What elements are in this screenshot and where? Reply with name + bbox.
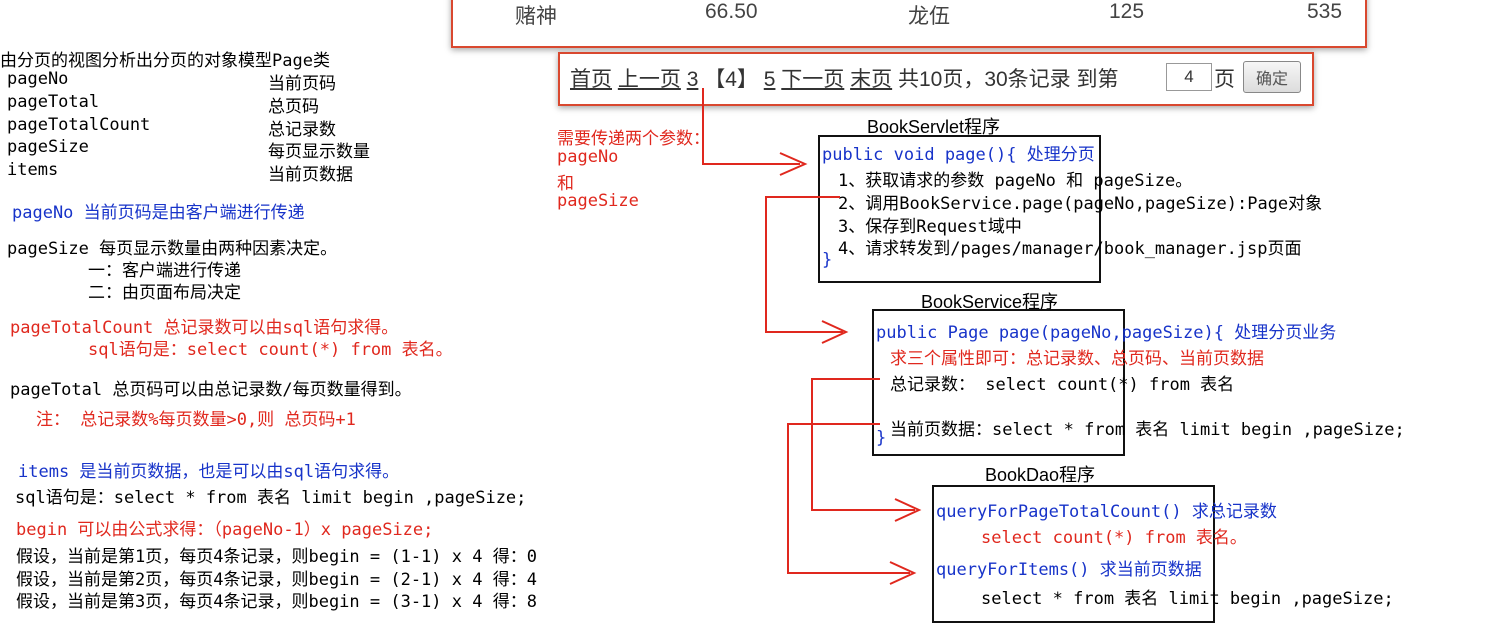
first-page-link[interactable]: 首页 — [570, 68, 612, 91]
arrow-count-to-dao — [811, 378, 915, 511]
field-name: pageNo — [7, 69, 69, 89]
dao-m1-comment: 求总记录数 — [1191, 502, 1277, 522]
field-desc: 总页码 — [268, 97, 319, 117]
pagesize-note: pageSize 每页显示数量由两种因素决定。 — [7, 239, 338, 259]
field-name: pageSize — [7, 137, 89, 157]
last-page-link[interactable]: 末页 — [850, 68, 893, 91]
cell-price: 66.50 — [705, 0, 758, 23]
servlet-box — [818, 135, 1101, 283]
servlet-step: 2、调用BookService.page(pageNo,pageSize):Pa… — [838, 194, 1323, 214]
param-pageno: pageNo — [557, 147, 619, 167]
example-line: 假设，当前是第1页，每页4条记录，则begin = (1-1) x 4 得：0 — [16, 547, 537, 567]
dao-m2-sql: select * from 表名 limit begin ,pageSize; — [981, 589, 1394, 609]
dao-method-1: queryForPageTotalCount() 求总记录数 — [936, 497, 1277, 522]
cell-author: 龙伍 — [908, 5, 950, 28]
service-count-line: 总记录数： select count(*) from 表名 — [890, 375, 1235, 395]
servlet-sig-code: public void page(){ — [822, 145, 1017, 165]
next-page-link[interactable]: 下一页 — [781, 68, 845, 91]
arrow-servlet-to-service — [765, 196, 843, 333]
service-title: BookService程序 — [921, 292, 1059, 312]
service-sig-code: public Page page(pageNo,pageSize){ — [876, 323, 1224, 343]
cell-stock: 535 — [1307, 0, 1343, 23]
confirm-button[interactable]: 确定 — [1243, 61, 1301, 93]
totalcount-note: pageTotalCount 总记录数可以由sql语句求得。 — [10, 318, 399, 338]
arrowhead — [779, 152, 808, 176]
arrowhead — [889, 561, 917, 585]
servlet-step: 4、请求转发到/pages/manager/book_manager.jsp页面 — [838, 239, 1302, 259]
items-note: items 是当前页数据，也是可以由sql语句求得。 — [18, 462, 400, 482]
pagesize-reason-2: 二：由页面布局决定 — [88, 283, 241, 303]
dao-m1-sql: select count(*) from 表名。 — [981, 528, 1247, 548]
servlet-title: BookServlet程序 — [867, 117, 1001, 137]
field-name: items — [7, 160, 59, 180]
example-line: 假设，当前是第3页，每页4条记录，则begin = (3-1) x 4 得：8 — [16, 592, 537, 612]
dao-m1-name: queryForPageTotalCount() — [936, 502, 1182, 522]
prev-page-link[interactable]: 上一页 — [617, 68, 681, 91]
pager-links: 首页 上一页 3 【4】 5 下一页 末页 共10页，30条记录 到第 — [570, 63, 1119, 93]
begin-note: begin 可以由公式求得：（pageNo-1）x pageSize; — [16, 520, 434, 540]
arrowhead — [894, 498, 922, 522]
dao-m2-name: queryForItems() — [936, 560, 1090, 580]
page-model-title: 由分页的视图分析出分页的对象模型Page类 — [0, 51, 330, 71]
totalcount-sql: sql语句是：select count(*) from 表名。 — [88, 340, 453, 360]
field-desc: 当前页数据 — [268, 165, 353, 185]
param-and: 和 — [557, 174, 574, 194]
servlet-step: 3、保存到Request域中 — [838, 217, 1022, 237]
pager-suffix: 页 — [1214, 68, 1235, 91]
servlet-close: } — [822, 250, 833, 270]
field-name: pageTotalCount — [7, 115, 151, 135]
page-number-input[interactable] — [1166, 63, 1212, 91]
servlet-signature: public void page(){ 处理分页 — [822, 140, 1095, 165]
example-line: 假设，当前是第2页，每页4条记录，则begin = (2-1) x 4 得：4 — [16, 570, 537, 590]
items-sql: sql语句是：select * from 表名 limit begin ,pag… — [15, 488, 527, 508]
dao-title: BookDao程序 — [985, 465, 1096, 485]
servlet-step: 1、获取请求的参数 pageNo 和 pageSize。 — [838, 171, 1193, 191]
field-desc: 当前页码 — [268, 74, 336, 94]
dao-m2-comment: 求当前页数据 — [1099, 560, 1202, 580]
book-table-fragment — [451, 0, 1367, 48]
params-title: 需要传递两个参数： — [557, 129, 710, 149]
cell-sales: 125 — [1109, 0, 1145, 23]
service-signature: public Page page(pageNo,pageSize){ 处理分页业… — [876, 318, 1336, 343]
service-note: 求三个属性即可：总记录数、总页码、当前页数据 — [890, 349, 1264, 369]
servlet-sig-comment: 处理分页 — [1026, 145, 1095, 165]
pagesize-reason-1: 一：客户端进行传递 — [88, 261, 241, 281]
page-5-link[interactable]: 5 — [763, 68, 776, 91]
param-pagesize: pageSize — [557, 191, 639, 211]
service-sig-comment: 处理分页业务 — [1234, 323, 1337, 343]
arrow-params-to-servlet — [702, 88, 800, 165]
pagetotal-note: pageTotal 总页码可以由总记录数/每页数量得到。 — [10, 380, 412, 400]
pageno-note: pageNo 当前页码是由客户端进行传递 — [12, 203, 305, 223]
pagetotal-tip: 注： 总记录数%每页数量>0,则 总页码+1 — [36, 410, 356, 430]
current-page: 【4】 — [704, 68, 758, 91]
cell-name: 赌神 — [515, 5, 557, 28]
pager-summary: 共10页，30条记录 到第 — [897, 68, 1119, 91]
page-3-link[interactable]: 3 — [686, 68, 699, 91]
arrow-items-to-dao — [787, 423, 910, 574]
field-desc: 每页显示数量 — [268, 142, 370, 162]
dao-method-2: queryForItems() 求当前页数据 — [936, 555, 1202, 580]
service-box — [872, 309, 1125, 456]
field-name: pageTotal — [7, 92, 100, 112]
service-items-line: 当前页数据：select * from 表名 limit begin ,page… — [890, 420, 1405, 440]
arrowhead — [821, 320, 849, 344]
field-desc: 总记录数 — [268, 120, 336, 140]
service-close: } — [876, 428, 887, 448]
